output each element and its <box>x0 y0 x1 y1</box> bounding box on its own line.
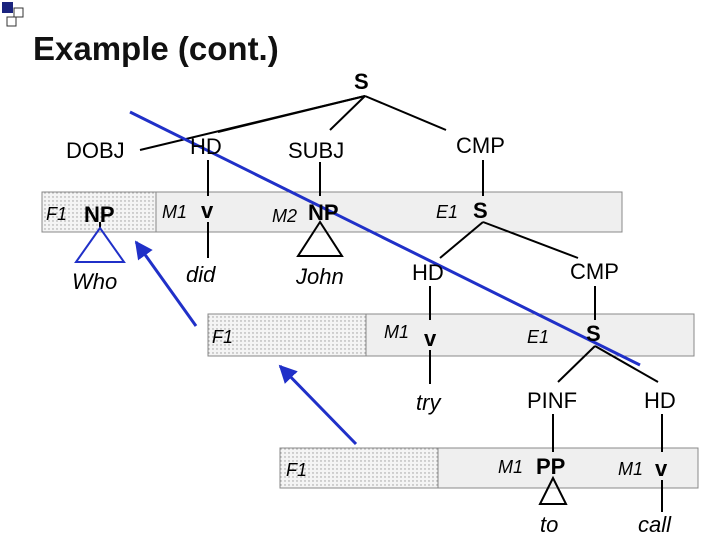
label-f1-row1: F1 <box>46 204 67 224</box>
word-john: John <box>295 264 344 289</box>
label-v-did: v <box>201 198 214 223</box>
label-hd-mid: HD <box>412 260 444 285</box>
tree-labels: S DOBJ HD SUBJ CMP F1 NP M1 v M2 NP E1 S… <box>46 69 676 537</box>
label-m2: M2 <box>272 206 297 226</box>
word-try: try <box>416 390 442 415</box>
arrow-long-diagonal <box>129 110 641 367</box>
label-m1-pp: M1 <box>498 457 523 477</box>
label-np-john: NP <box>308 200 339 225</box>
label-cmp-top: CMP <box>456 133 505 158</box>
corner-square-outline-1 <box>13 7 24 18</box>
label-m1-call: M1 <box>618 459 643 479</box>
word-call: call <box>638 512 672 537</box>
corner-square-dark <box>2 2 13 13</box>
label-m1-did: M1 <box>162 202 187 222</box>
word-who: Who <box>72 269 117 294</box>
tree-edges <box>99 95 663 512</box>
label-f1-row2: F1 <box>212 327 233 347</box>
label-s-low: S <box>586 321 601 346</box>
label-v-call: v <box>655 456 668 481</box>
label-cmp-mid: CMP <box>570 259 619 284</box>
arrow-f1-low-to-f1-mid <box>278 364 358 446</box>
row2-f1-cell <box>207 313 367 357</box>
label-dobj: DOBJ <box>66 138 125 163</box>
label-s-mid: S <box>473 198 488 223</box>
label-root-s: S <box>354 69 369 94</box>
label-e1-mid: E1 <box>527 327 549 347</box>
label-subj: SUBJ <box>288 138 344 163</box>
label-hd-top: HD <box>190 134 222 159</box>
row3-f1-cell <box>279 447 439 489</box>
arrow-f1-to-np <box>134 240 198 327</box>
label-np-who: NP <box>84 202 115 227</box>
label-m1-try: M1 <box>384 322 409 342</box>
label-pp: PP <box>536 454 565 479</box>
word-to: to <box>540 512 558 537</box>
label-pinf: PINF <box>527 388 577 413</box>
triangle-john <box>296 220 344 257</box>
corner-square-outline-2 <box>6 16 17 27</box>
label-e1-top: E1 <box>436 202 458 222</box>
slide-title: Example (cont.) <box>33 30 279 67</box>
label-f1-row3: F1 <box>286 460 307 480</box>
triangle-to <box>538 475 568 505</box>
label-hd-low: HD <box>644 388 676 413</box>
triangle-who <box>74 226 126 263</box>
word-did: did <box>186 262 216 287</box>
label-v-try: v <box>424 326 437 351</box>
